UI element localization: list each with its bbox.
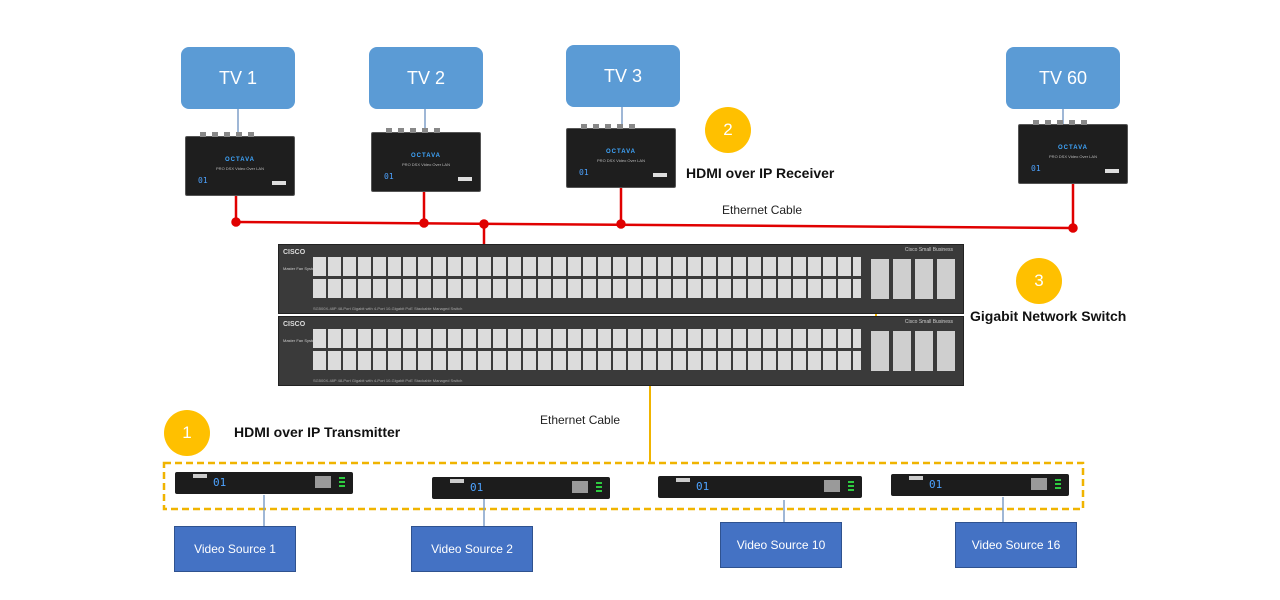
receiver-ports	[200, 132, 260, 137]
transmitter-display: 01	[470, 481, 484, 494]
receiver-sticker	[272, 181, 286, 185]
transmitter-1: 01	[175, 472, 353, 494]
transmitter-sticker	[909, 476, 923, 480]
receiver-brand: OCTAVA	[225, 157, 255, 163]
step-3-badge: 3	[1016, 258, 1062, 304]
source-label: Video Source 2	[431, 542, 513, 556]
step-2-badge: 2	[705, 107, 751, 153]
transmitter-2: 01	[432, 477, 610, 499]
video-source-2: Video Source 2	[411, 526, 533, 572]
switch-brand: Cisco Small Business	[904, 319, 953, 325]
receiver-sticker	[1105, 169, 1119, 173]
switch-sfp-ports	[871, 259, 955, 299]
receiver-ports	[1033, 120, 1093, 125]
tv-label: TV 1	[218, 67, 257, 88]
tv-2: TV 2	[369, 47, 483, 109]
cisco-logo: CISCO	[283, 321, 306, 328]
ethernet-cable-top-label: Ethernet Cable	[722, 203, 803, 217]
step-number: 2	[723, 120, 733, 139]
receiver-sticker	[458, 177, 472, 181]
receiver-display: 01	[579, 168, 589, 177]
network-switch-top: CISCO Master Fan System Cisco Small Busi…	[278, 244, 964, 314]
ethernet-cable-bottom-label: Ethernet Cable	[540, 413, 621, 427]
receiver-model: PRO DSX Video Over LAN	[1049, 154, 1097, 159]
transmitter-title: HDMI over IP Transmitter	[234, 424, 401, 440]
status-leds	[339, 477, 345, 487]
status-leds	[596, 482, 602, 492]
step-number: 3	[1034, 271, 1044, 290]
transmitter-sticker	[193, 474, 207, 478]
receiver-display: 01	[384, 172, 394, 181]
tv-label: TV 3	[603, 65, 642, 86]
video-source-16: Video Source 16	[955, 522, 1077, 568]
receiver-2: OCTAVA PRO DSX Video Over LAN 01	[371, 128, 481, 192]
receiver-brand: OCTAVA	[606, 149, 636, 155]
step-number: 1	[182, 423, 192, 442]
receiver-sticker	[653, 173, 667, 177]
switch-sfp-ports	[871, 331, 955, 371]
transmitter-display: 01	[213, 476, 227, 489]
ethernet-port-icon	[1031, 478, 1047, 490]
status-leds	[848, 481, 854, 491]
receiver-model: PRO DSX Video Over LAN	[597, 158, 645, 163]
switch-model-text: SG500X-48P 48-Port Gigabit with 4-Port 1…	[313, 306, 463, 311]
status-leds	[1055, 479, 1061, 489]
step-1-badge: 1	[164, 410, 210, 456]
video-source-10: Video Source 10	[720, 522, 842, 568]
cisco-logo: CISCO	[283, 249, 306, 256]
transmitter-16: 01	[891, 474, 1069, 496]
tv-label: TV 60	[1038, 67, 1088, 88]
switch-title: Gigabit Network Switch	[970, 308, 1127, 324]
ethernet-port-icon	[315, 476, 331, 488]
ethernet-port-icon	[824, 480, 840, 492]
tv-label: TV 2	[406, 67, 445, 88]
transmitter-display: 01	[696, 480, 710, 493]
receiver-1: OCTAVA PRO DSX Video Over LAN 01	[185, 132, 295, 196]
source-label: Video Source 1	[194, 542, 276, 556]
receiver-ports	[386, 128, 446, 133]
receiver-3: OCTAVA PRO DSX Video Over LAN 01	[566, 124, 676, 188]
switch-model-text: SG500X-48P 48-Port Gigabit with 4-Port 1…	[313, 378, 463, 383]
receiver-brand: OCTAVA	[1058, 145, 1088, 151]
tv-3: TV 3	[566, 45, 680, 107]
transmitter-sticker	[676, 478, 690, 482]
switch-status-labels: Master Fan System	[283, 338, 318, 343]
source-label: Video Source 16	[971, 538, 1061, 552]
receiver-ports	[581, 124, 641, 129]
network-switch-bottom: CISCO Master Fan System Cisco Small Busi…	[278, 316, 964, 386]
receiver-cable-network	[231, 184, 1078, 252]
tv-60: TV 60	[1006, 47, 1120, 109]
transmitter-sticker	[450, 479, 464, 483]
receiver-title: HDMI over IP Receiver	[686, 165, 835, 181]
source-label: Video Source 10	[736, 538, 826, 552]
video-source-1: Video Source 1	[174, 526, 296, 572]
receiver-display: 01	[198, 176, 208, 185]
transmitter-display: 01	[929, 478, 943, 491]
receiver-60: OCTAVA PRO DSX Video Over LAN 01	[1018, 120, 1128, 184]
receiver-model: PRO DSX Video Over LAN	[402, 162, 450, 167]
switch-ethernet-ports	[313, 329, 861, 373]
receiver-display: 01	[1031, 164, 1041, 173]
receiver-model: PRO DSX Video Over LAN	[216, 166, 264, 171]
ethernet-port-icon	[572, 481, 588, 493]
transmitter-10: 01	[658, 476, 862, 498]
switch-brand: Cisco Small Business	[904, 247, 953, 253]
tv-1: TV 1	[181, 47, 295, 109]
receiver-brand: OCTAVA	[411, 153, 441, 159]
switch-status-labels: Master Fan System	[283, 266, 318, 271]
switch-ethernet-ports	[313, 257, 861, 301]
